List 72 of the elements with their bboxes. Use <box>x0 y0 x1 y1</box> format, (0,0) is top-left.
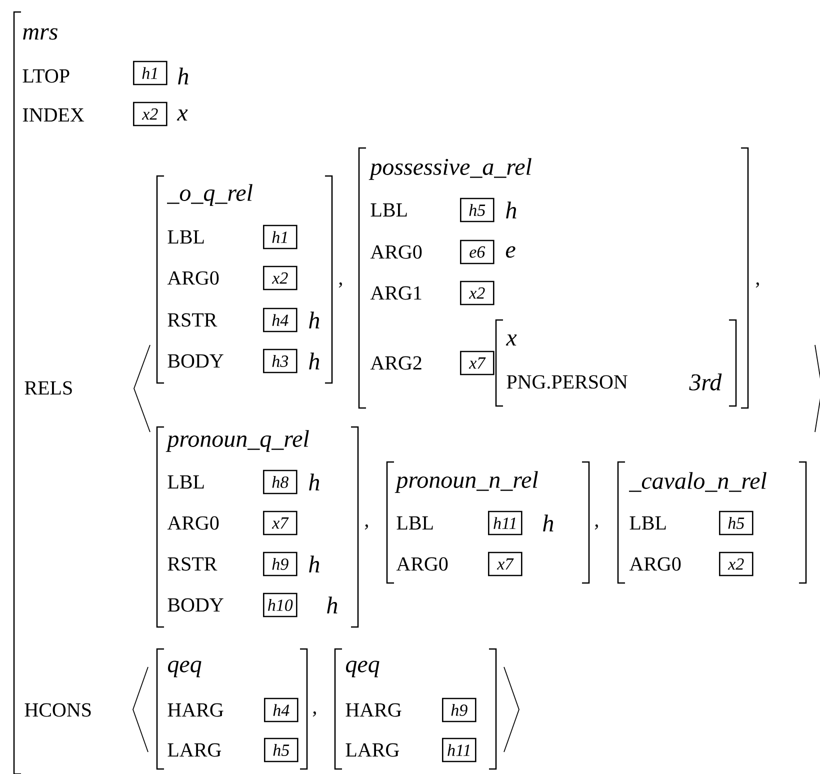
value-text: h <box>309 352 320 370</box>
attribute-name: LBL <box>630 516 666 530</box>
attribute-name: LBL <box>370 203 407 217</box>
comma: , <box>338 282 342 288</box>
attribute-name: ARG1 <box>370 286 422 300</box>
attribute-name: HCONS <box>24 703 91 717</box>
type-name: _cavalo_n_rel <box>629 472 766 492</box>
tag-box: x7 <box>460 350 494 376</box>
attribute-name: RSTR <box>168 557 218 571</box>
value-text: h <box>543 514 554 532</box>
attribute-name: BODY <box>168 354 224 368</box>
attribute-name: INDEX <box>22 108 84 122</box>
value-text: h <box>309 474 320 490</box>
value-text: h <box>327 596 338 614</box>
attribute-name: LTOP <box>22 69 70 83</box>
type-name: _o_q_rel <box>167 184 252 206</box>
attribute-name: LARG <box>346 743 400 757</box>
comma: , <box>364 524 368 530</box>
attribute-name: ARG2 <box>370 356 422 370</box>
attribute-name: HARG <box>168 703 224 717</box>
attribute-name: LBL <box>168 230 204 244</box>
value-text: h <box>309 556 320 572</box>
tag-box: h4 <box>263 308 298 332</box>
attribute-name: RSTR <box>168 313 218 327</box>
value-text: e <box>506 246 516 258</box>
attribute-name: ARG0 <box>167 271 219 285</box>
tag-box: h11 <box>488 510 522 536</box>
type-name: qeq <box>346 660 380 678</box>
tag-box: e6 <box>460 240 494 264</box>
type-name: mrs <box>23 28 58 40</box>
attribute-name: PNG.PERSON <box>506 375 628 389</box>
tag-box: x2 <box>133 102 168 126</box>
tag-box: h10 <box>263 592 298 618</box>
tag-box: x2 <box>460 280 494 306</box>
tag-box: h5 <box>719 510 754 536</box>
attribute-name: LARG <box>168 743 222 757</box>
tag-box: h1 <box>133 60 168 86</box>
value-text: h <box>506 202 516 218</box>
value-text: h <box>178 68 188 84</box>
tag-box: h5 <box>264 738 298 762</box>
tag-box: h11 <box>442 738 476 762</box>
comma: , <box>312 711 316 717</box>
attribute-name: HARG <box>346 703 402 717</box>
attribute-name: LBL <box>396 516 433 530</box>
value-text: x <box>506 334 517 346</box>
tag-box: h5 <box>460 198 494 222</box>
tag-box: x2 <box>719 552 754 576</box>
tag-box: x7 <box>263 510 298 536</box>
attribute-name: LBL <box>168 475 204 489</box>
value-text: h <box>309 312 320 328</box>
tag-box: h9 <box>263 552 298 576</box>
value-text: 3rd <box>689 374 722 390</box>
attribute-name: RELS <box>24 381 72 395</box>
attribute-name: ARG0 <box>396 557 448 571</box>
value-text: x <box>176 110 188 120</box>
attribute-name: ARG0 <box>167 516 219 530</box>
tag-box: h9 <box>442 698 476 722</box>
attribute-name: ARG0 <box>370 245 422 259</box>
comma: , <box>756 282 759 288</box>
attribute-name: BODY <box>168 598 224 612</box>
tag-box: x2 <box>263 266 298 290</box>
attribute-name: ARG0 <box>629 557 681 571</box>
type-name: pronoun_n_rel <box>394 471 538 493</box>
tag-box: x7 <box>488 552 522 576</box>
tag-box: h3 <box>263 348 298 374</box>
tag-box: h4 <box>264 698 298 722</box>
type-name: possessive_a_rel <box>368 158 532 180</box>
tag-box: h1 <box>263 224 298 250</box>
tag-box: h8 <box>263 470 298 494</box>
type-name: qeq <box>168 660 202 678</box>
type-name: pronoun_q_rel <box>166 430 309 452</box>
comma: , <box>594 524 598 530</box>
